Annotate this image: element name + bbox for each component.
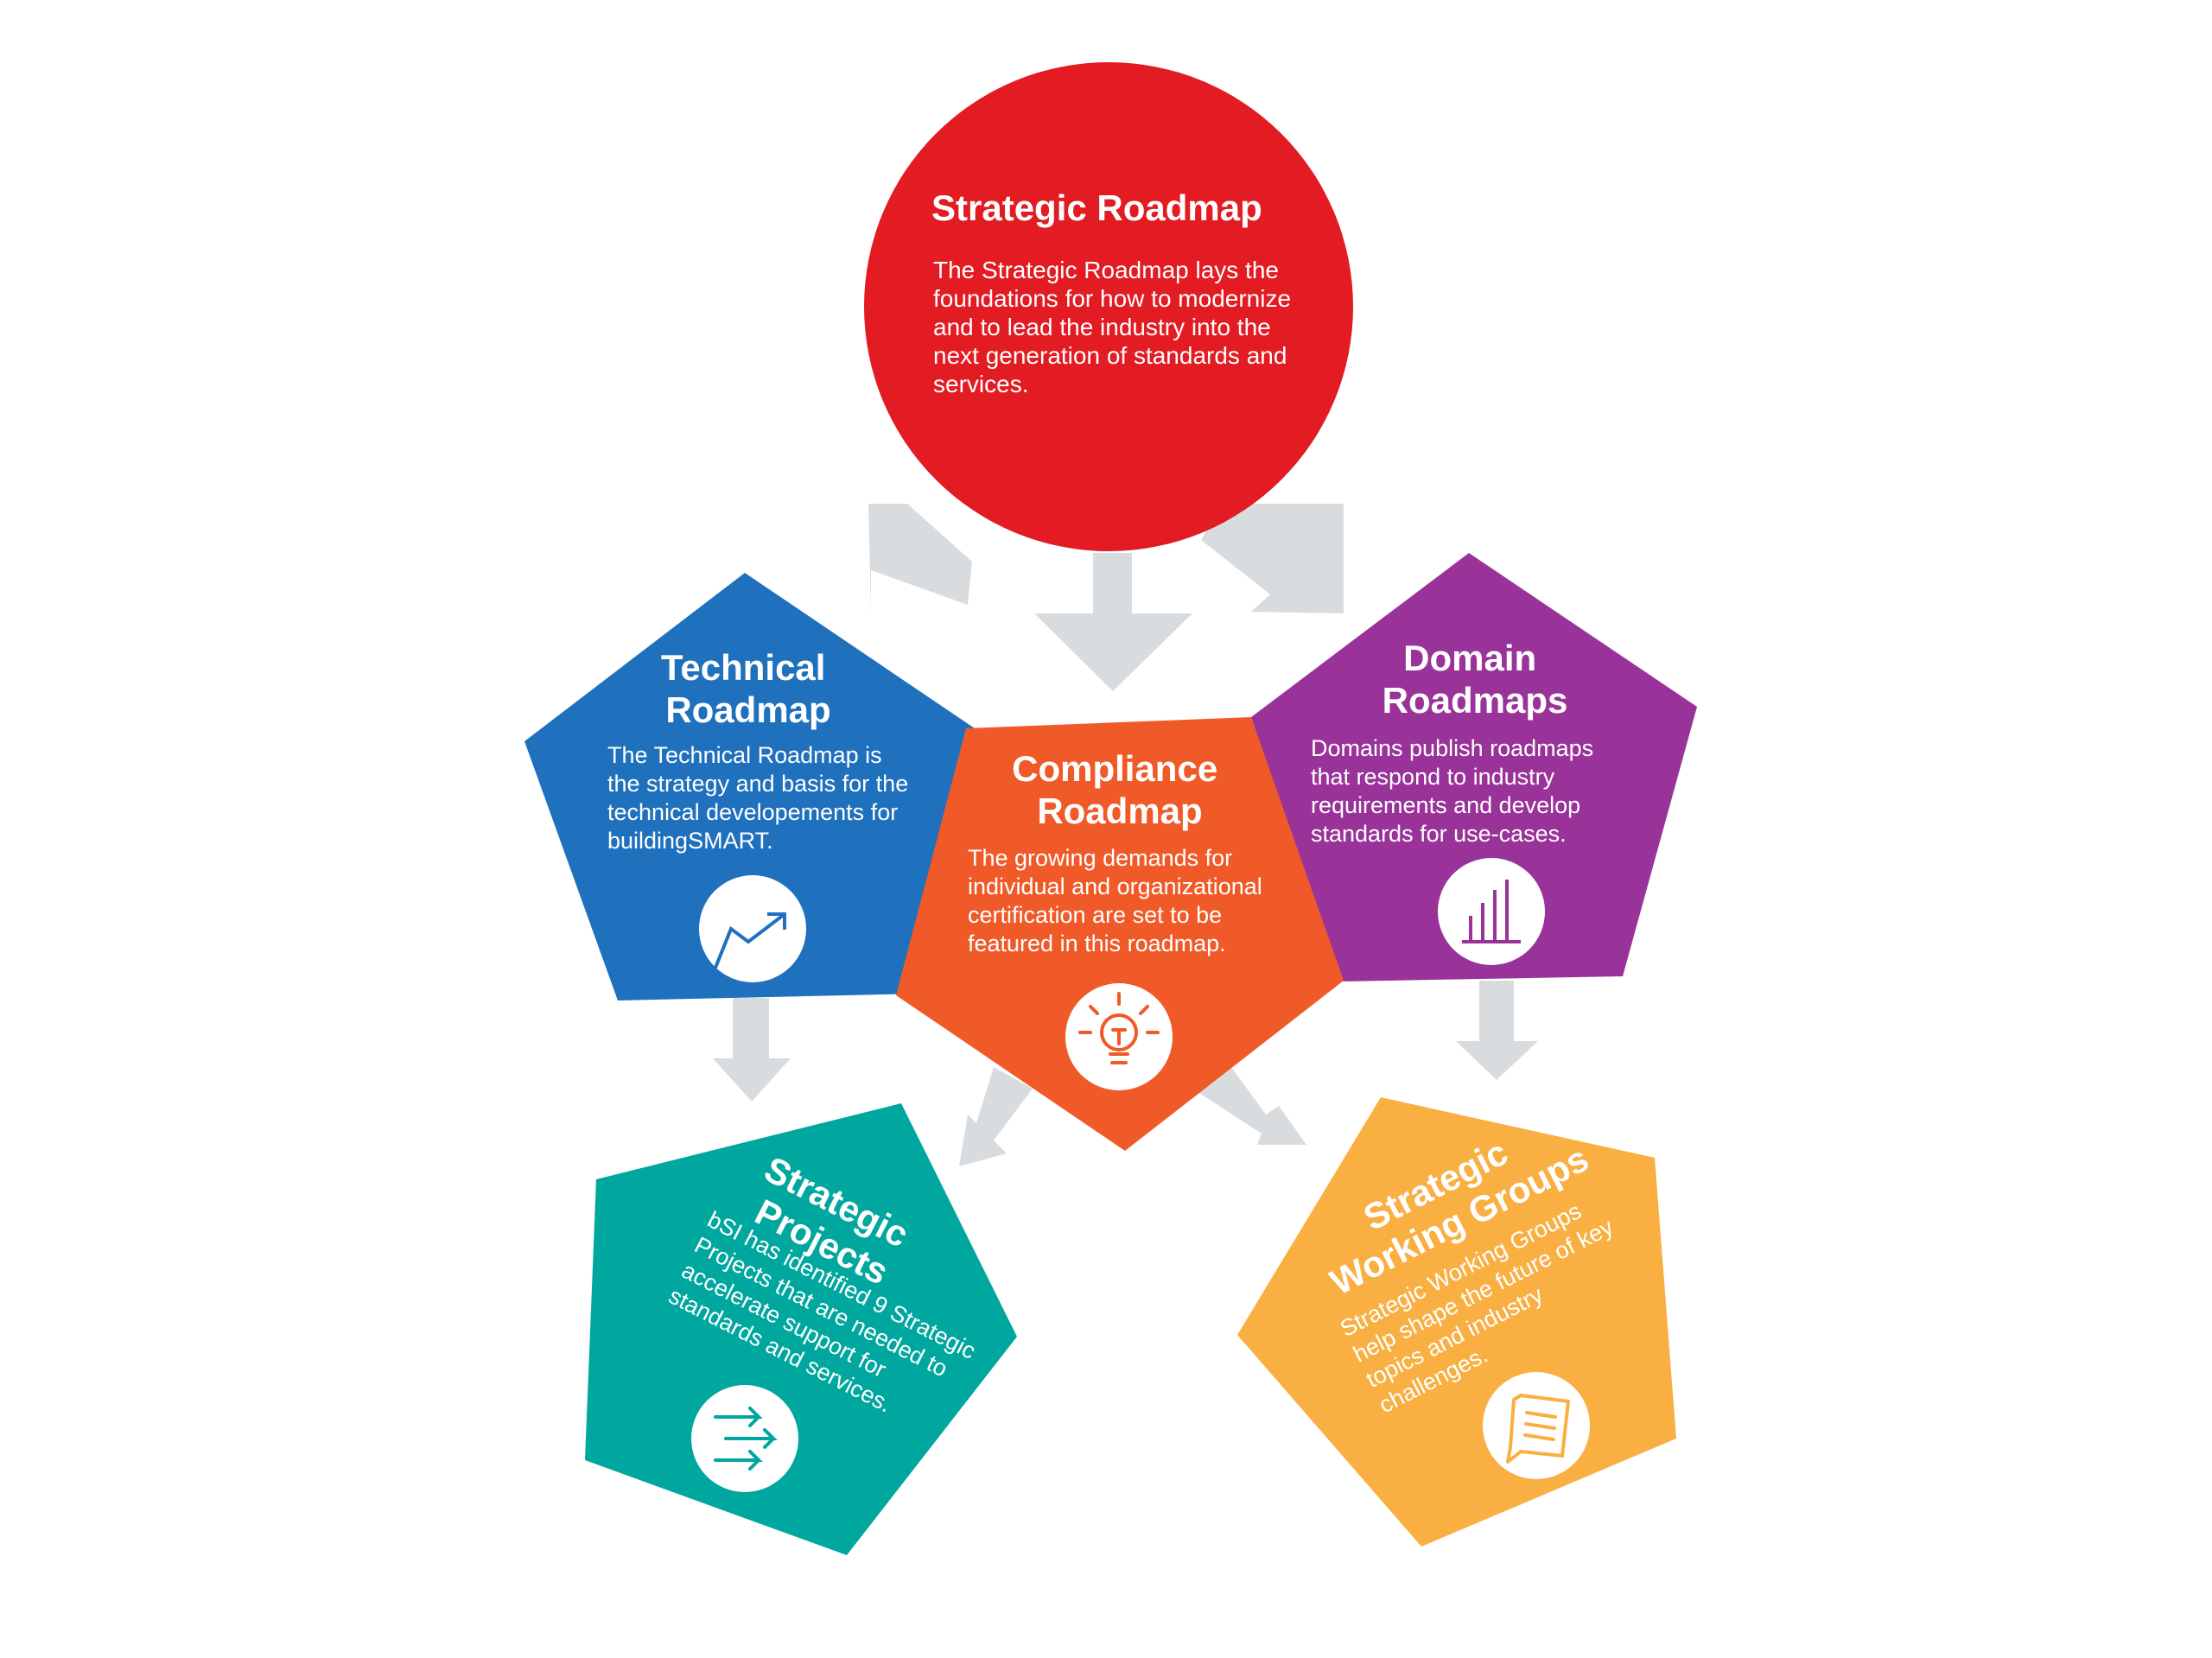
lightbulb-icon — [1065, 983, 1173, 1090]
compliance-roadmap-desc: The growing demands for individual and o… — [968, 845, 1268, 956]
document-chat-icon — [1483, 1372, 1590, 1479]
connector-arrows — [713, 504, 1538, 1166]
domain-roadmaps-node: Domain Roadmaps Domains publish roadmaps… — [1251, 553, 1697, 981]
arrow-strategic-to-compliance — [1034, 553, 1192, 691]
strategic-roadmap-desc: The Strategic Roadmap lays the foundatio… — [933, 257, 1298, 397]
strategic-roadmap-circle — [864, 62, 1353, 551]
arrow-compliance-to-groups — [1192, 1067, 1306, 1145]
technical-roadmap-title: Technical Roadmap — [661, 647, 836, 730]
arrow-domain-to-groups — [1456, 981, 1538, 1080]
strategic-roadmap-node: Strategic Roadmap The Strategic Roadmap … — [864, 62, 1353, 551]
compliance-roadmap-pentagon — [896, 717, 1344, 1151]
compliance-roadmap-title: Compliance Roadmap — [1012, 748, 1228, 831]
strategic-roadmap-title: Strategic Roadmap — [931, 187, 1262, 228]
arrow-technical-to-projects — [713, 998, 791, 1102]
trend-line-icon — [699, 875, 806, 982]
arrow-strategic-to-technical — [868, 504, 972, 613]
compliance-roadmap-node: Compliance Roadmap The growing demands f… — [896, 717, 1344, 1151]
arrow-compliance-to-projects — [959, 1067, 1033, 1166]
strategic-working-groups-node: Strategic Working Groups Strategic Worki… — [1237, 1097, 1676, 1547]
arrows-icon — [691, 1385, 798, 1492]
technical-roadmap-pentagon — [524, 573, 975, 1001]
strategic-projects-node: Strategic Projects bSI has identified 9 … — [585, 1103, 1017, 1555]
technical-roadmap-desc: The Technical Roadmap is the strategy an… — [607, 742, 915, 854]
bar-chart-icon — [1438, 858, 1545, 965]
domain-roadmaps-desc: Domains publish roadmaps that respond to… — [1311, 735, 1600, 847]
technical-roadmap-node: Technical Roadmap The Technical Roadmap … — [524, 573, 975, 1001]
arrow-strategic-to-domain — [1201, 504, 1344, 613]
domain-roadmaps-pentagon — [1251, 553, 1697, 981]
domain-roadmaps-title: Domain Roadmaps — [1382, 638, 1568, 721]
